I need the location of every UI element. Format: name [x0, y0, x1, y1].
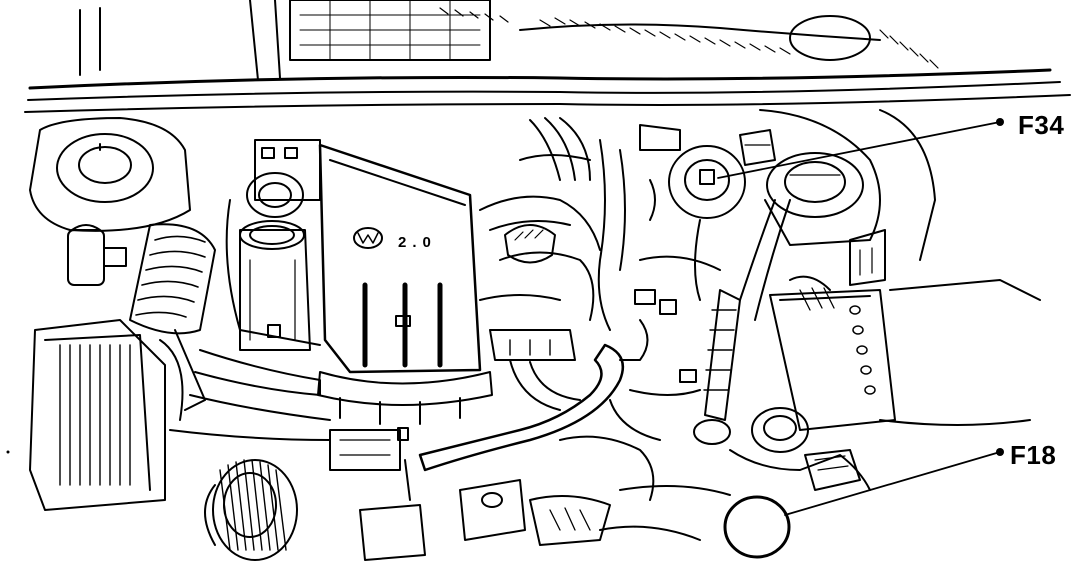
battery: [769, 229, 896, 431]
brake-fluid-reservoir: [668, 129, 776, 219]
f18-component: [723, 495, 791, 559]
intake-tubes-upper: [519, 117, 681, 221]
ignition-leads: [693, 199, 791, 445]
callout-f18: F18: [1010, 440, 1057, 470]
displacement-badge: 2.0: [398, 234, 437, 251]
coolant-reservoir: [67, 224, 127, 286]
coolant-pipes-left: [169, 349, 331, 441]
lower-coolant-hose: [418, 319, 649, 472]
right-strut-tower: [759, 109, 881, 246]
cowl-panel: [24, 0, 1071, 113]
right-fender: [879, 109, 1041, 426]
throttle-assembly: [225, 139, 321, 346]
callout-f34: F34: [1018, 110, 1065, 140]
leader-line-f34: [717, 118, 1004, 179]
air-filter-box: [29, 319, 206, 511]
leader-line-f18: [784, 448, 1004, 516]
lower-components: [329, 427, 731, 561]
left-strut-tower: [29, 117, 191, 232]
oil-filter: [239, 220, 311, 351]
vw-logo-icon: [353, 227, 383, 249]
alternator: [204, 459, 298, 561]
power-steering-reservoir: [729, 407, 871, 491]
intake-manifold: [317, 143, 493, 425]
wiring-harness: [479, 139, 626, 411]
air-intake-hose: [129, 223, 216, 335]
sensor-connectors: [609, 255, 721, 441]
oil-filler-cap: [504, 224, 556, 264]
